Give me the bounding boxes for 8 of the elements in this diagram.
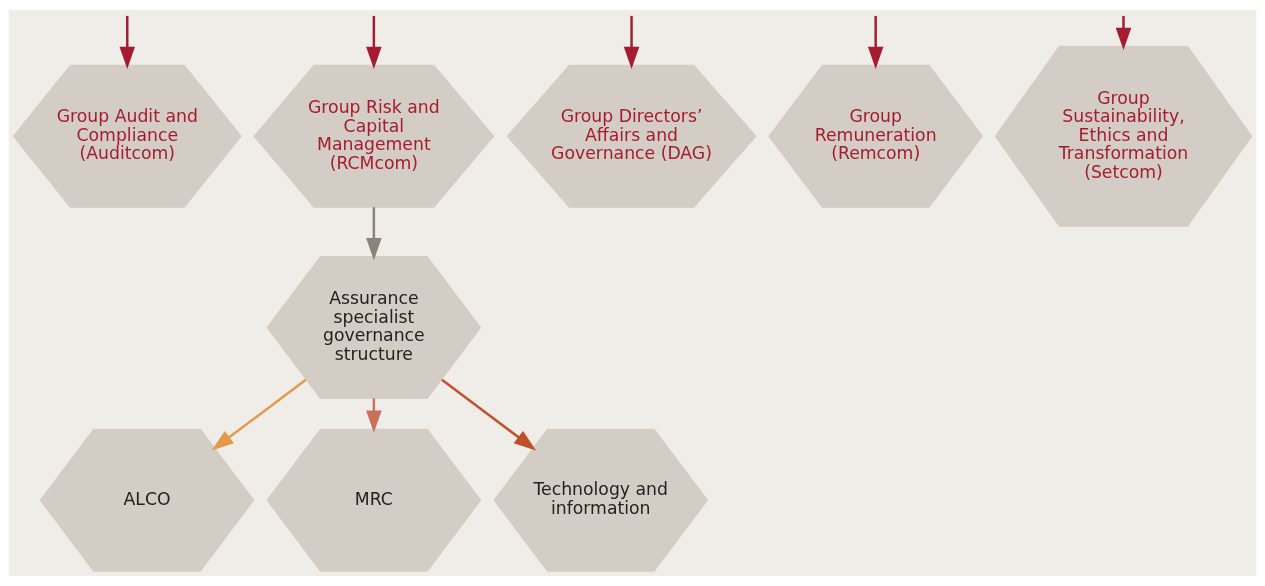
arrow — [1115, 15, 1132, 51]
arrow — [867, 15, 884, 69]
arrow — [211, 378, 307, 451]
arrow — [441, 378, 537, 451]
arrow — [623, 15, 640, 69]
arrow — [366, 207, 382, 261]
arrow — [366, 15, 382, 69]
arrow — [119, 15, 136, 69]
